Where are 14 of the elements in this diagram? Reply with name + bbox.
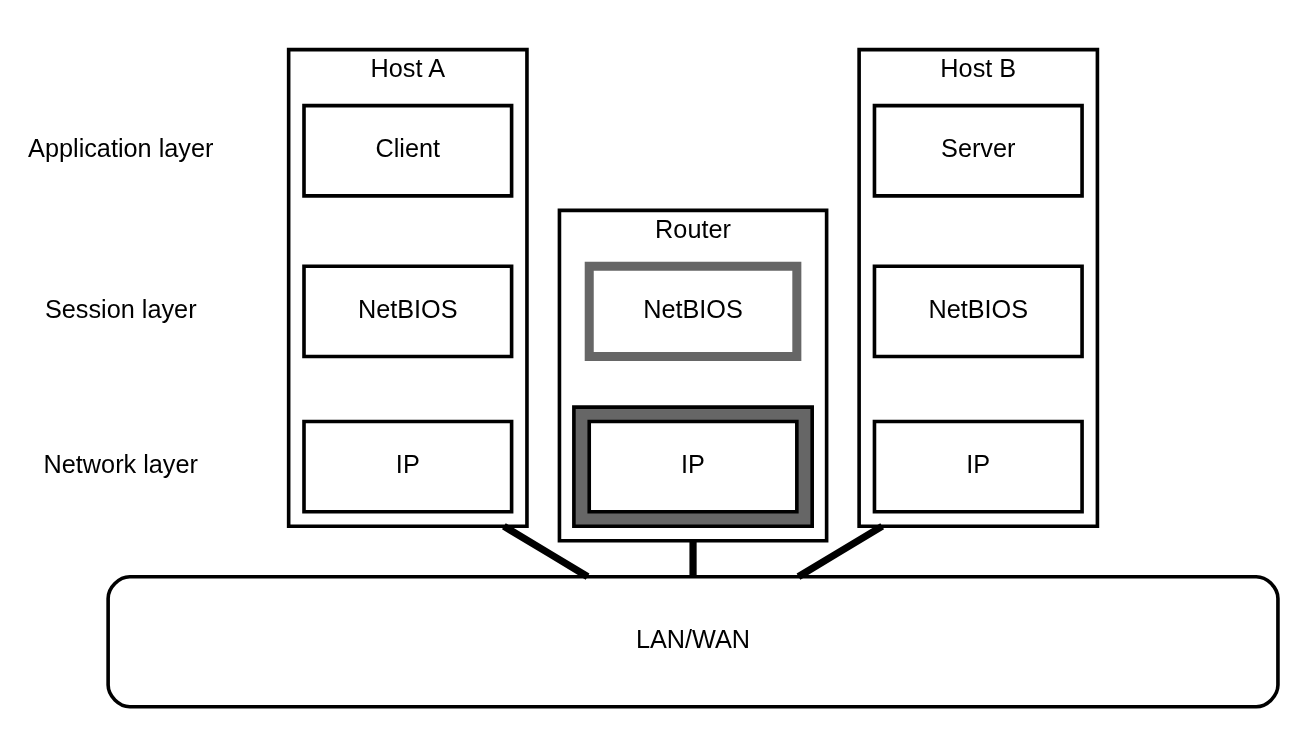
- label: Session layer: [44, 294, 197, 323]
- label: Application layer: [28, 133, 214, 162]
- node-box: IP: [302, 419, 514, 514]
- connector: [689, 540, 697, 577]
- node-box: NetBIOS: [584, 261, 802, 361]
- node-box: NetBIOS: [872, 264, 1084, 358]
- node-box: IP: [872, 419, 1084, 514]
- node-box: Client: [302, 103, 514, 198]
- label: Network layer: [43, 449, 198, 478]
- node-box: NetBIOS: [302, 264, 514, 358]
- node-box: LAN/WAN: [106, 574, 1280, 709]
- node-box: IP: [587, 419, 799, 514]
- cluster: [572, 404, 814, 528]
- node-box: Server: [872, 103, 1084, 198]
